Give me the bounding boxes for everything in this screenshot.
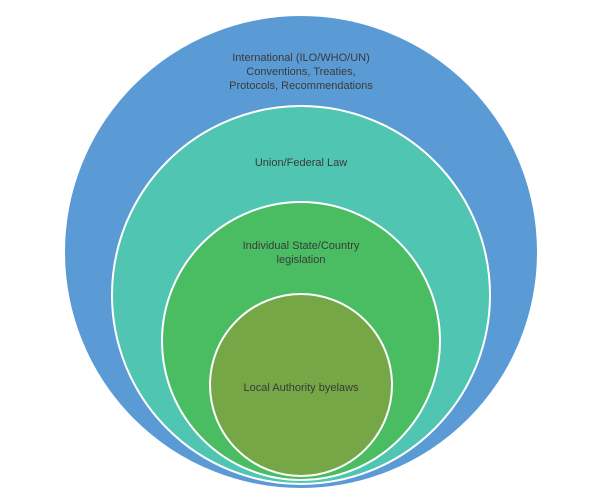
ring-local-authority-circle bbox=[209, 293, 393, 477]
